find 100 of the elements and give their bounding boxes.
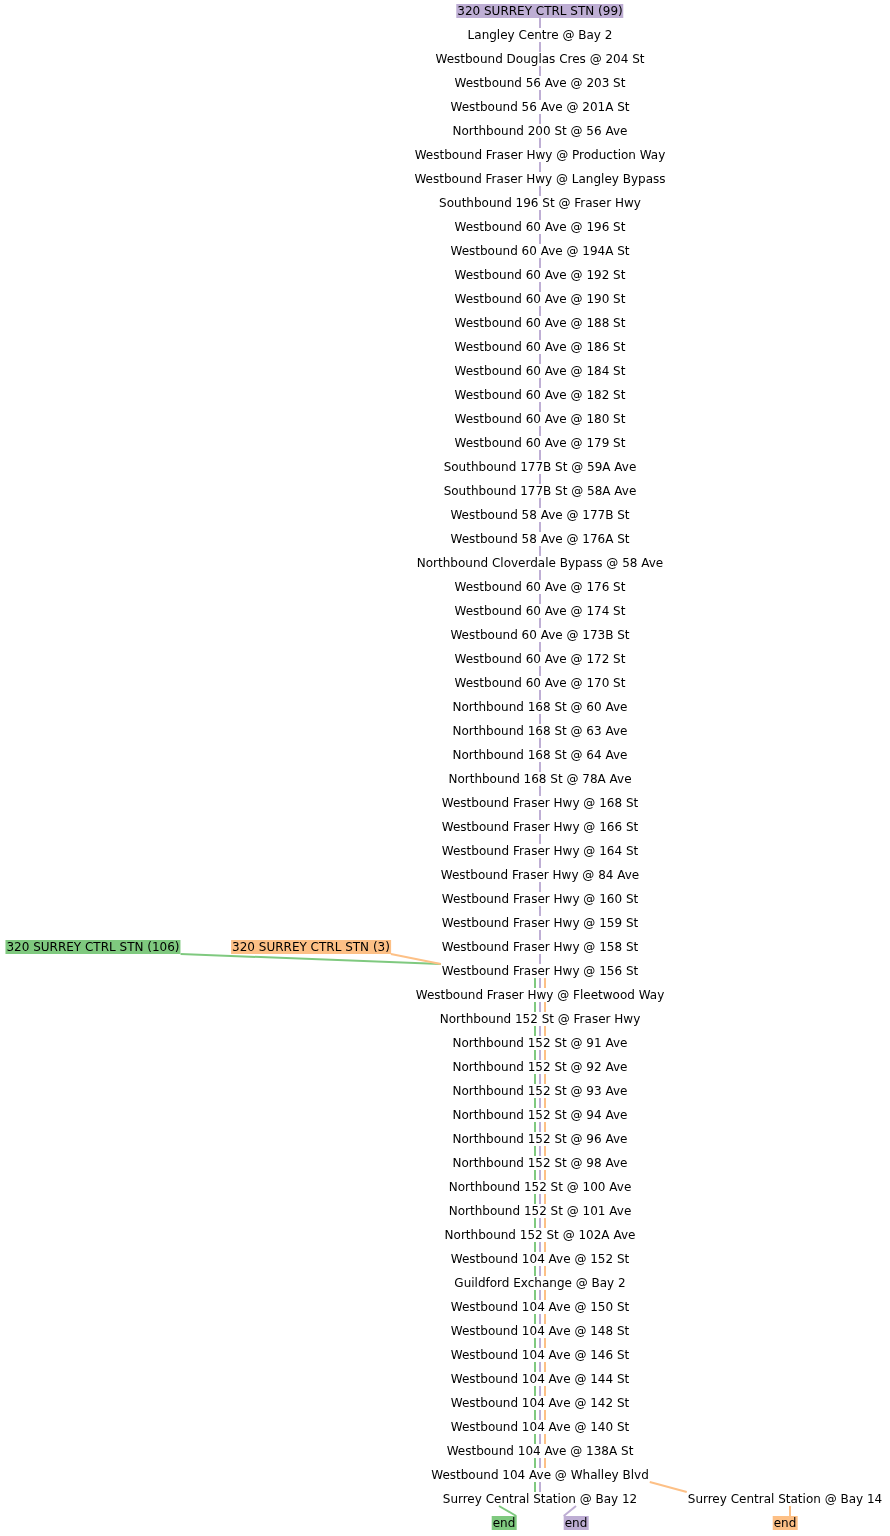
route-line <box>539 1097 541 1109</box>
route-line <box>539 1433 541 1445</box>
stop-label: Northbound 152 St @ Fraser Hwy <box>438 1012 642 1026</box>
stop-label: Westbound Fraser Hwy @ 159 St <box>440 916 640 930</box>
route-header: 320 SURREY CTRL STN (3) <box>231 940 391 954</box>
route-line <box>539 1193 541 1205</box>
route-line <box>539 1313 541 1325</box>
route-line <box>539 545 541 557</box>
stop-label: Westbound 60 Ave @ 170 St <box>453 676 627 690</box>
route-line <box>539 1241 541 1253</box>
route-line <box>539 953 541 965</box>
stop-label: Westbound 60 Ave @ 176 St <box>453 580 627 594</box>
route-line <box>539 233 541 245</box>
stop-label: Westbound Fraser Hwy @ 158 St <box>440 940 640 954</box>
route-line <box>544 1145 546 1157</box>
route-line <box>534 1385 536 1397</box>
stop-label: Westbound Fraser Hwy @ 84 Ave <box>439 868 641 882</box>
route-line <box>539 857 541 869</box>
route-line <box>544 1025 546 1037</box>
stop-label: Westbound Fraser Hwy @ 164 St <box>440 844 640 858</box>
route-line <box>539 1145 541 1157</box>
route-line <box>534 1289 536 1301</box>
route-line <box>539 353 541 365</box>
route-line <box>534 1001 536 1013</box>
stop-label: Northbound 200 St @ 56 Ave <box>451 124 629 138</box>
route-line <box>544 1193 546 1205</box>
stop-label: Northbound 152 St @ 96 Ave <box>451 1132 629 1146</box>
route-line <box>539 401 541 413</box>
stop-label: Westbound 104 Ave @ 144 St <box>449 1372 631 1386</box>
route-line <box>534 1169 536 1181</box>
stop-label: Southbound 177B St @ 59A Ave <box>442 460 638 474</box>
route-line <box>544 1001 546 1013</box>
route-line <box>539 41 541 53</box>
stop-label: Northbound 168 St @ 64 Ave <box>451 748 629 762</box>
route-line <box>539 449 541 461</box>
route-line <box>539 329 541 341</box>
route-line <box>539 1025 541 1037</box>
stop-label: Westbound 60 Ave @ 174 St <box>453 604 627 618</box>
route-line <box>534 1145 536 1157</box>
stop-label: Westbound 104 Ave @ 140 St <box>449 1420 631 1434</box>
route-line <box>539 305 541 317</box>
end-tag: end <box>491 1516 517 1530</box>
route-line <box>544 1289 546 1301</box>
route-line <box>544 1121 546 1133</box>
stop-label: Westbound Fraser Hwy @ Langley Bypass <box>413 172 667 186</box>
route-line <box>539 1337 541 1349</box>
stop-label: Westbound 56 Ave @ 201A St <box>449 100 631 114</box>
route-line <box>539 89 541 101</box>
route-line <box>539 1289 541 1301</box>
stop-label: Westbound 60 Ave @ 192 St <box>453 268 627 282</box>
stop-label: Westbound 104 Ave @ 138A St <box>445 1444 635 1458</box>
route-line <box>539 689 541 701</box>
route-line <box>539 17 541 29</box>
route-line <box>498 1505 518 1517</box>
stop-label: Westbound Fraser Hwy @ 160 St <box>440 892 640 906</box>
route-line <box>534 1337 536 1349</box>
route-line <box>534 1241 536 1253</box>
route-line <box>539 1361 541 1373</box>
route-line <box>539 665 541 677</box>
route-line <box>539 569 541 581</box>
route-line <box>534 1265 536 1277</box>
stop-label: Westbound 60 Ave @ 180 St <box>453 412 627 426</box>
stop-label: Southbound 196 St @ Fraser Hwy <box>438 196 642 210</box>
route-line <box>539 113 541 125</box>
route-line <box>539 713 541 725</box>
stop-label: Westbound 60 Ave @ 186 St <box>453 340 627 354</box>
route-line <box>539 161 541 173</box>
route-line <box>648 1481 688 1493</box>
stop-label: Northbound 152 St @ 100 Ave <box>447 1180 633 1194</box>
route-line <box>534 977 536 989</box>
route-line <box>539 905 541 917</box>
route-line <box>544 1241 546 1253</box>
stop-label: Guildford Exchange @ Bay 2 <box>453 1276 627 1290</box>
stop-label: Surrey Central Station @ Bay 12 <box>441 1492 639 1506</box>
route-line <box>539 425 541 437</box>
stop-label: Westbound Fraser Hwy @ Production Way <box>413 148 667 162</box>
route-line <box>544 1169 546 1181</box>
route-line <box>534 1409 536 1421</box>
route-line <box>389 953 442 965</box>
route-line <box>539 209 541 221</box>
stop-label: Westbound Douglas Cres @ 204 St <box>434 52 646 66</box>
route-line <box>534 1313 536 1325</box>
route-line <box>539 1001 541 1013</box>
route-line <box>544 1409 546 1421</box>
stop-label: Westbound Fraser Hwy @ 156 St <box>440 964 640 978</box>
route-line <box>539 281 541 293</box>
route-line <box>539 65 541 77</box>
route-line <box>544 1217 546 1229</box>
route-line <box>534 1481 536 1493</box>
stop-label: Westbound 104 Ave @ 146 St <box>449 1348 631 1362</box>
route-line <box>539 1481 541 1493</box>
stop-label: Northbound 152 St @ 92 Ave <box>451 1060 629 1074</box>
route-line <box>539 761 541 773</box>
stop-label: Langley Centre @ Bay 2 <box>466 28 614 42</box>
route-line <box>539 1073 541 1085</box>
stop-label: Northbound 168 St @ 60 Ave <box>451 700 629 714</box>
route-line <box>539 641 541 653</box>
route-line <box>534 1433 536 1445</box>
route-header: 320 SURREY CTRL STN (106) <box>5 940 181 954</box>
stop-label: Westbound 60 Ave @ 194A St <box>449 244 631 258</box>
